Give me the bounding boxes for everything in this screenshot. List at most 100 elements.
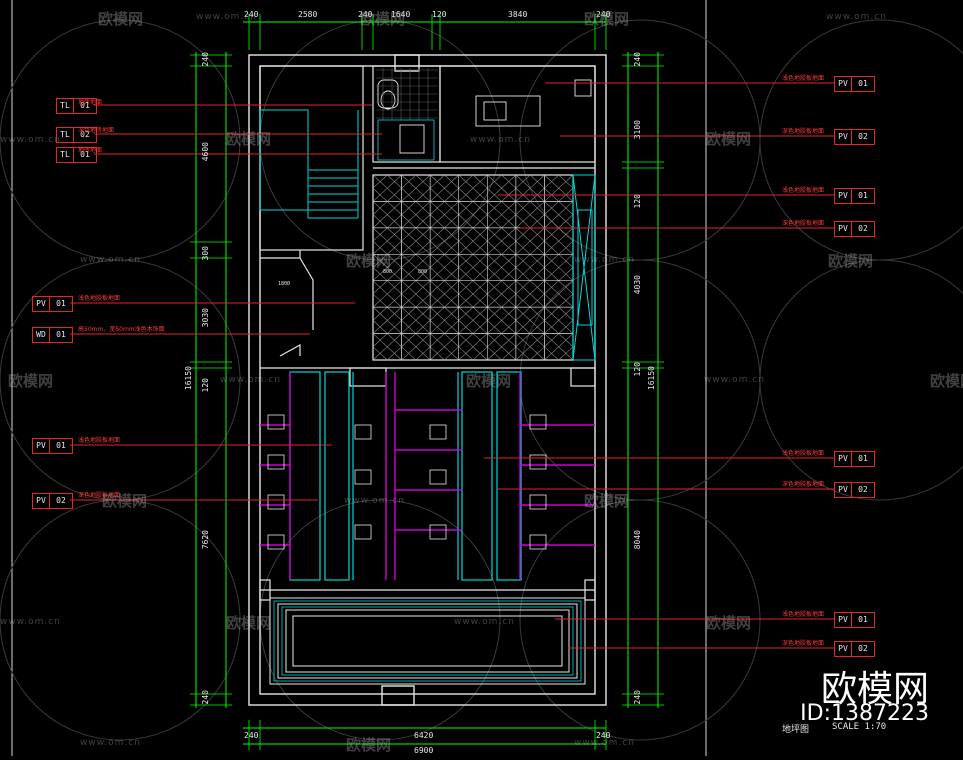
floor-tile (543, 201, 574, 229)
right-tag-5: PV 02 (834, 482, 875, 498)
dim-bottom-total: 6900 (414, 746, 434, 755)
floor-tile (543, 174, 574, 202)
right-tag-1: PV 02 (834, 129, 875, 145)
watermark-logo: 欧模网 (8, 372, 54, 390)
dim-right-total: 16150 (647, 366, 656, 391)
drawing-title: 地坪图 (782, 725, 810, 735)
dim-inner-0: 1800 (278, 281, 291, 287)
tag-number: 01 (80, 101, 90, 110)
tag-code: PV (33, 494, 50, 508)
tag-code: PV (835, 483, 852, 497)
hall-cabinet (572, 174, 596, 361)
watermark-url: www.om.cn (574, 738, 635, 748)
floor-tile (401, 280, 431, 308)
tag-code: PV (835, 613, 852, 627)
tag-code: PV (33, 297, 50, 311)
right-note-6: 浅色地胶板地面 (782, 611, 825, 618)
dim-top-6: 240 (596, 10, 611, 19)
dim-top-4: 120 (432, 10, 447, 19)
floor-tile (486, 333, 517, 361)
left-tag-6: PV 02 (32, 493, 73, 509)
left-tag-1: TL 02 (56, 127, 97, 143)
floor-tile (401, 174, 431, 202)
floor-tile (372, 174, 403, 202)
dim-left-3: 3030 (201, 308, 210, 328)
floor-tile (515, 306, 545, 334)
floor-tile (429, 333, 460, 361)
floor-tile (486, 227, 517, 255)
floor-tile (429, 227, 460, 255)
floor-tile (543, 306, 574, 334)
leader-lines (70, 82, 834, 649)
dimension-lines (190, 14, 664, 750)
floor-tile (458, 227, 488, 255)
watermark-logo: 欧模网 (584, 10, 630, 28)
tag-number: 01 (56, 299, 66, 308)
dim-right-1: 3100 (633, 120, 642, 140)
outer-walls (248, 54, 607, 706)
floor-tile (372, 280, 403, 308)
watermark-url: www.om.cn (574, 255, 635, 265)
tag-code: PV (835, 222, 852, 236)
hall-tile-grid (372, 174, 574, 361)
tag-number: 01 (80, 150, 90, 159)
floor-tile (486, 253, 517, 282)
watermark-url: www.om.cn (704, 375, 765, 385)
watermark-logo: 欧模网 (706, 130, 752, 148)
tag-number: 02 (858, 224, 868, 233)
floor-tile (458, 253, 488, 282)
lower-stools (267, 414, 547, 550)
dim-left-5: 7620 (201, 530, 210, 550)
left-note-2: 地砖地面 (78, 147, 103, 154)
watermark-url: www.om.cn (220, 375, 281, 385)
tag-number: 01 (56, 441, 66, 450)
right-tag-7: PV 02 (834, 641, 875, 657)
dim-top-5: 3840 (508, 10, 528, 19)
floor-tile (401, 227, 431, 255)
tag-code: PV (835, 130, 852, 144)
left-note-4: 高50mm，宽50mm浅色木饰面 (78, 326, 165, 333)
right-note-2: 浅色地胶板地面 (782, 187, 825, 194)
dim-left-1: 4600 (201, 142, 210, 162)
tag-number: 01 (858, 79, 868, 88)
watermark-logo: 欧模网 (828, 252, 874, 270)
floor-tile (372, 306, 403, 334)
floor-tile (429, 280, 460, 308)
tag-number: 02 (858, 132, 868, 141)
floor-tile (429, 174, 460, 202)
left-note-3: 浅色地胶板地面 (78, 295, 121, 302)
dim-top-3: 1640 (391, 10, 411, 19)
tag-number: 02 (56, 496, 66, 505)
floor-tile (486, 280, 517, 308)
tag-number: 01 (56, 330, 66, 339)
watermark-url: www.om.cn (826, 12, 887, 22)
left-tag-3: PV 01 (32, 296, 73, 312)
floor-tile (515, 227, 545, 255)
watermark-url: www.om.cn (80, 255, 141, 265)
left-note-1: 深色地砖地面 (78, 127, 115, 134)
watermark-logo: 欧模网 (346, 736, 392, 754)
watermark-logo: 欧模网 (346, 252, 392, 270)
tag-code: PV (835, 189, 852, 203)
tag-code: PV (835, 77, 852, 91)
bottom-room-border (269, 597, 586, 685)
floor-tile (543, 333, 574, 361)
right-note-0: 浅色地胶板地面 (782, 75, 825, 82)
dim-right-4: 120 (633, 362, 642, 377)
floor-tile (486, 174, 517, 202)
left-tag-2: TL 01 (56, 147, 97, 163)
stair-lines (259, 109, 359, 219)
bathroom-fixtures (377, 79, 592, 154)
right-note-5: 深色地胶板地面 (782, 481, 825, 488)
dim-top-0: 240 (244, 10, 259, 19)
left-tag-0: TL 01 (56, 98, 97, 114)
dim-left-6: 240 (201, 690, 210, 705)
floor-tile (543, 253, 574, 282)
dim-bottom-0: 240 (244, 731, 259, 740)
drawing-frame (11, 0, 707, 756)
floor-tile (458, 306, 488, 334)
tag-number: 01 (858, 191, 868, 200)
floor-tile (458, 174, 488, 202)
